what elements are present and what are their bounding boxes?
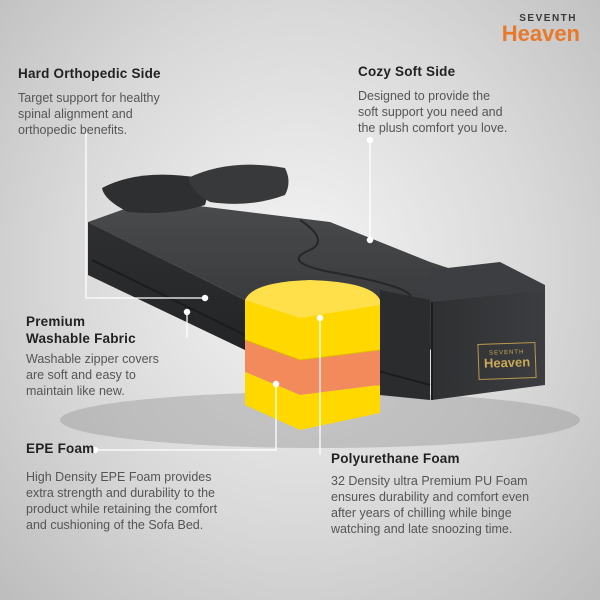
leader-fabric-dot — [183, 308, 191, 316]
pu-desc-line: 32 Density ultra Premium PU Foam — [331, 474, 528, 488]
fabric-title-line: Washable Fabric — [26, 331, 136, 346]
pu-desc-line: watching and late snoozing time. — [331, 522, 513, 536]
pu-desc: 32 Density ultra Premium PU Foam ensures… — [331, 473, 591, 537]
foam-divider — [244, 339, 381, 361]
hard-side-title: Hard Orthopedic Side — [18, 66, 161, 81]
fold-block-front — [432, 290, 545, 400]
pu-desc-line: ensures durability and comfort even — [331, 490, 530, 504]
pu-foam-lower — [245, 372, 380, 430]
fabric-desc-line: Washable zipper covers — [26, 352, 159, 366]
fabric-title-line: Premium — [26, 314, 86, 329]
fabric-desc-line: maintain like new. — [26, 384, 125, 398]
hard-side-desc-line: orthopedic benefits. — [18, 123, 128, 137]
epe-desc-line: High Density EPE Foam provides — [26, 470, 212, 484]
leader-soft-side-dot-bottom — [366, 236, 374, 244]
hard-side-desc-line: Target support for healthy — [18, 91, 160, 105]
callout-fabric: Premium Washable Fabric Washable zipper … — [26, 313, 226, 399]
epe-desc-line: product while retaining the comfort — [26, 502, 218, 516]
soft-side-title: Cozy Soft Side — [358, 64, 456, 79]
leader-hard-side — [85, 130, 205, 299]
brand-logo: SEVENTH Heaven — [502, 14, 580, 45]
soft-side-desc: Designed to provide the soft support you… — [358, 88, 588, 136]
fabric-desc-line: are soft and easy to — [26, 368, 136, 382]
pu-desc-line: after years of chilling while binge — [331, 506, 512, 520]
brand-logo-top: SEVENTH — [519, 13, 577, 24]
pillow-right — [188, 164, 289, 204]
callout-epe: EPE Foam High Density EPE Foam provides … — [26, 440, 276, 533]
hard-side-desc: Target support for healthy spinal alignm… — [18, 90, 238, 138]
pu-title: Polyurethane Foam — [331, 451, 460, 466]
callout-hard-side: Hard Orthopedic Side Target support for … — [18, 65, 238, 138]
hard-side-desc-line: spinal alignment and — [18, 107, 133, 121]
soft-side-desc-line: Designed to provide the — [358, 89, 491, 103]
leader-hard-side-dot — [201, 294, 209, 302]
leader-epe-dot-top — [272, 380, 280, 388]
leader-epe-dot-left — [91, 446, 99, 454]
pu-foam-upper-front — [245, 300, 380, 360]
soft-side-desc-line: the plush comfort you love. — [358, 121, 508, 135]
epe-title: EPE Foam — [26, 441, 95, 456]
brand-logo-main: Heaven — [501, 21, 580, 46]
leader-soft-side-dot-top — [366, 136, 374, 144]
main-front-face — [380, 290, 430, 400]
epe-desc-line: extra strength and durability to the — [26, 486, 216, 500]
callout-pu: Polyurethane Foam 32 Density ultra Premi… — [331, 450, 591, 537]
foam-cutaway — [244, 280, 381, 430]
soft-side-desc-line: soft support you need and — [358, 105, 503, 119]
leader-epe — [95, 384, 277, 451]
epe-foam-band — [245, 340, 380, 395]
pillow-left — [102, 174, 207, 214]
seat-curve — [297, 219, 412, 301]
fabric-title: Premium Washable Fabric — [26, 313, 226, 347]
epe-desc-line: and cushioning of the Sofa Bed. — [26, 518, 204, 532]
leader-pu-dot — [316, 314, 324, 322]
callout-soft-side: Cozy Soft Side Designed to provide the s… — [358, 63, 588, 136]
fabric-desc: Washable zipper covers are soft and easy… — [26, 351, 226, 399]
epe-desc: High Density EPE Foam provides extra str… — [26, 469, 276, 533]
